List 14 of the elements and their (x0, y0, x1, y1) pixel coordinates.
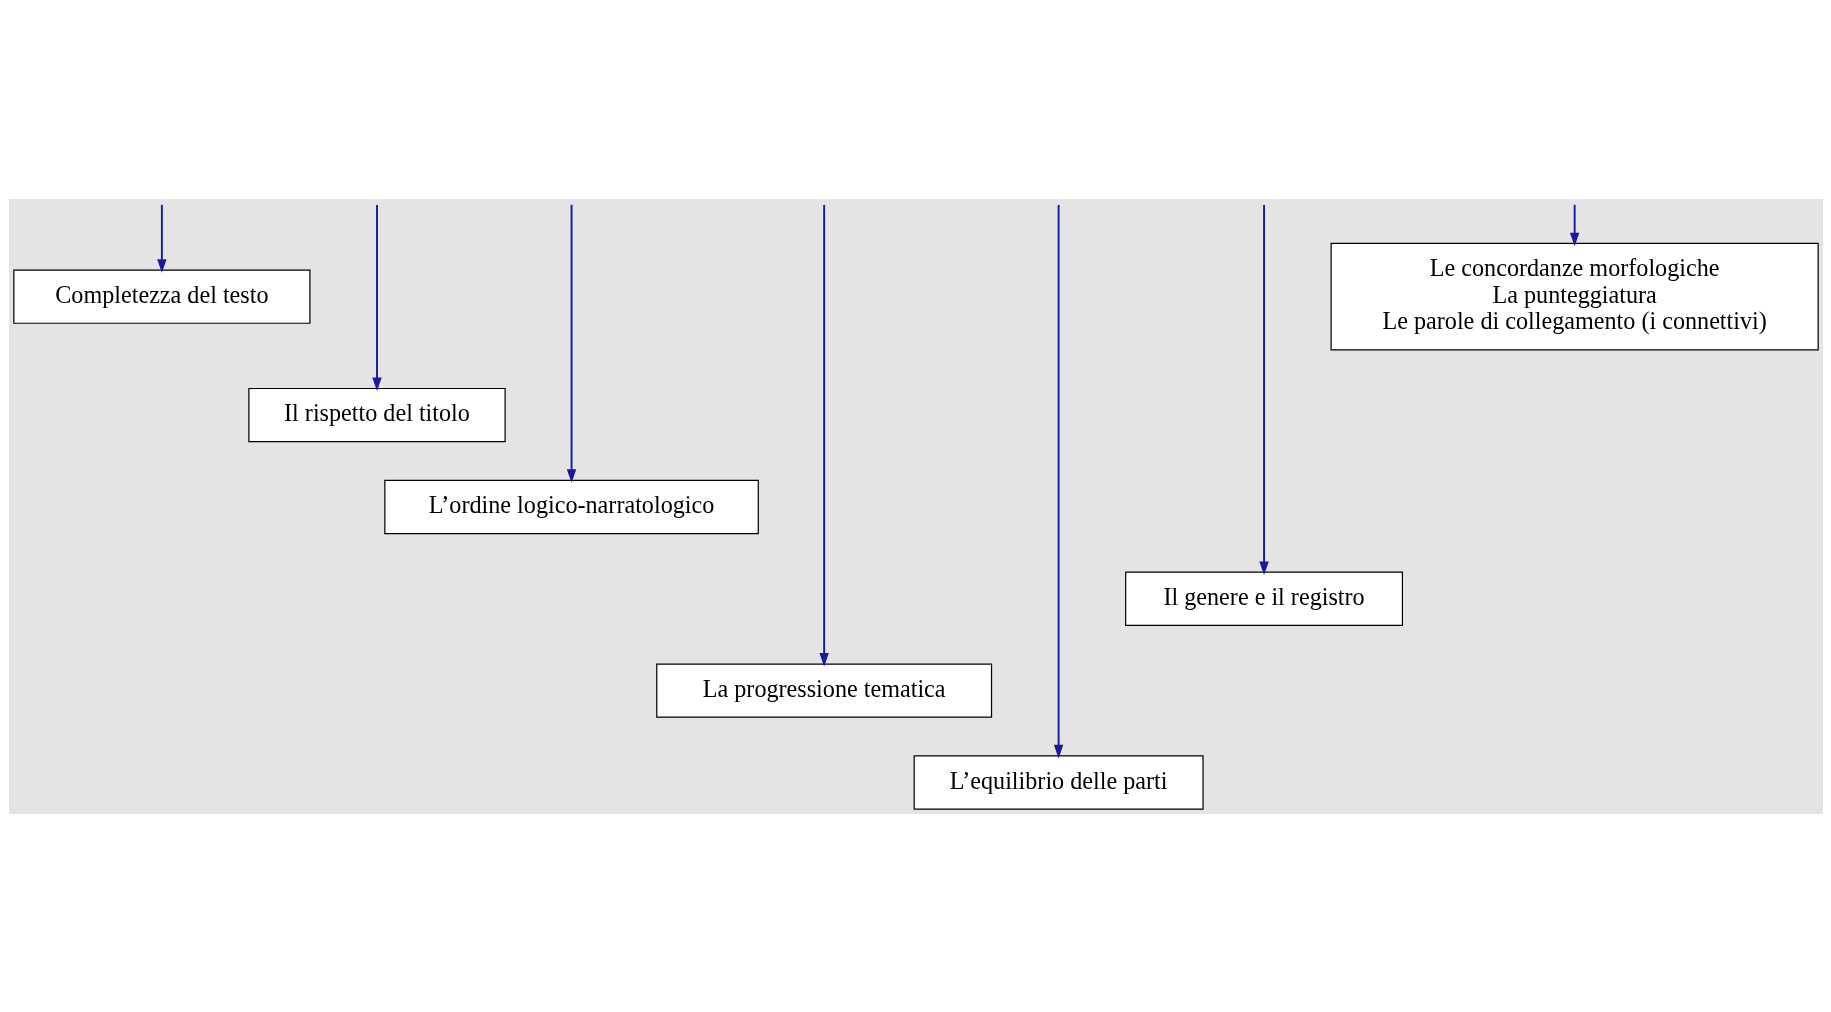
arrow (156, 203, 167, 273)
arrow (371, 203, 382, 391)
node-box: Il genere e il registro (1124, 571, 1403, 626)
arrow (818, 203, 829, 667)
node-box: Le concordanze morfologiche La punteggiatura Le parole di collegamento (i connettivi) (1330, 242, 1819, 350)
node-box: L’ordine logico-narratologico (383, 479, 759, 534)
node-box: Completezza del testo (12, 268, 311, 324)
arrow (1053, 203, 1063, 758)
arrow (566, 203, 576, 483)
node-box: La progressione tematica (655, 662, 992, 718)
node-box: Il rispetto del titolo (247, 387, 506, 442)
node-box: L’equilibrio delle parti (913, 754, 1204, 810)
arrow (1258, 203, 1269, 575)
arrow (1569, 203, 1579, 246)
